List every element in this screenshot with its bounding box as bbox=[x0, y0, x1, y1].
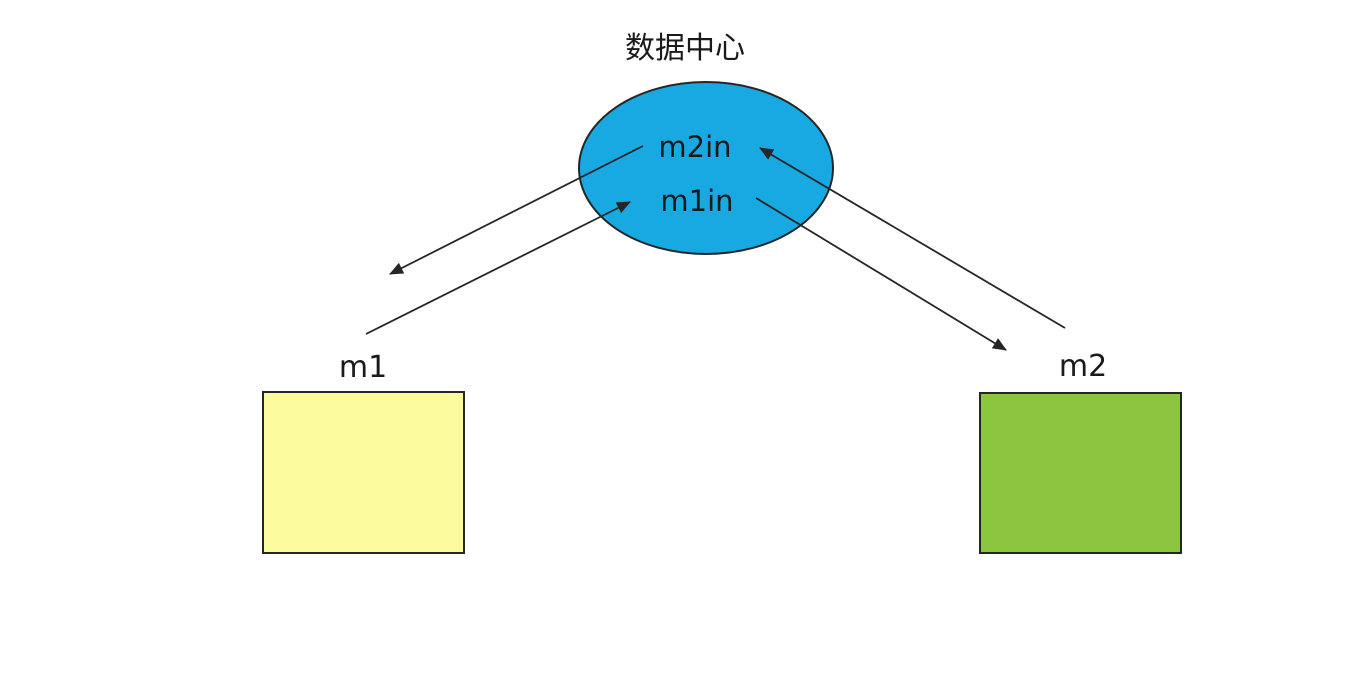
node-m1-label: m1 bbox=[339, 350, 387, 385]
arrow-m1in-to-m2 bbox=[755, 197, 1007, 351]
shapes-group bbox=[262, 81, 1182, 554]
node-m2-label: m2 bbox=[1059, 349, 1107, 384]
hub-label-m2in: m2in bbox=[658, 130, 731, 164]
node-m2-rect bbox=[979, 392, 1182, 554]
hub-label-m1in: m1in bbox=[660, 184, 733, 218]
arrow-m2in-to-m1 bbox=[389, 145, 644, 275]
node-m1-rect bbox=[262, 391, 465, 554]
hub-ellipse bbox=[578, 81, 834, 255]
arrow-m2-to-m2in bbox=[759, 147, 1066, 329]
diagram-title: 数据中心 bbox=[625, 31, 745, 66]
arrow-m1-to-m1in bbox=[365, 201, 631, 335]
